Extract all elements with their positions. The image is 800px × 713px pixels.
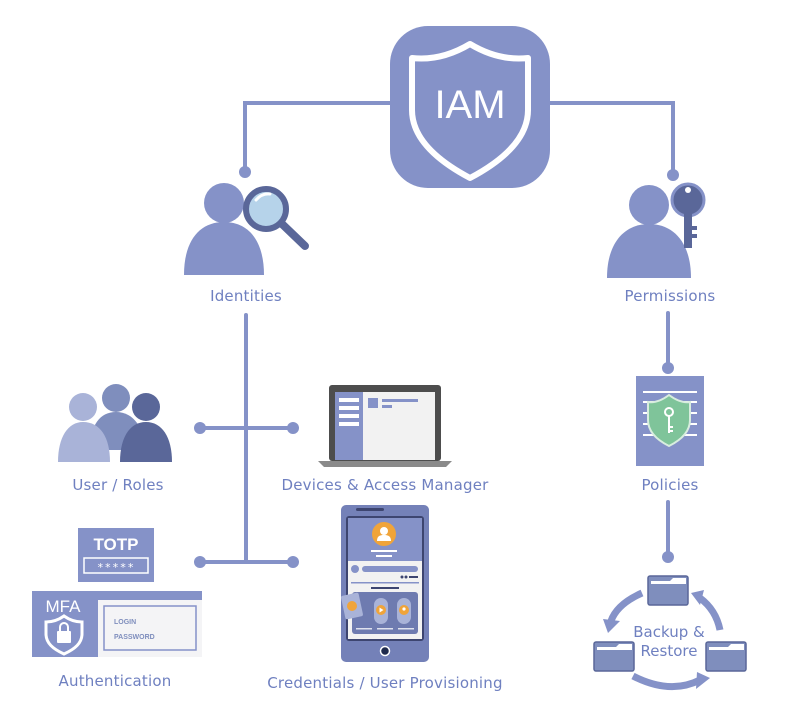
connector-dot [194,422,206,434]
connector-dot [194,556,206,568]
folder-icon [593,641,635,672]
folder-icon [705,641,747,672]
cycle-arrows [607,589,724,691]
credentials-provisioning-label[interactable]: Credentials / User Provisioning [267,674,503,692]
connector-root-identities [243,101,402,172]
user-group-icon [58,384,172,462]
connector-dot [662,362,674,374]
connector-dot [287,556,299,568]
folder-icon [647,575,689,606]
login-form [103,605,197,651]
backup-cycle-icon: Backup & Restore [593,575,747,691]
mfa-card-body [98,600,202,657]
identities-label[interactable]: Identities [210,287,282,305]
devices-access-manager-label[interactable]: Devices & Access Manager [281,476,489,494]
mfa-icon: TOTP ***** MFA LOGIN PASSWORD [32,528,202,657]
user-key-icon [607,182,706,278]
lock-shackle [59,622,69,631]
connector-root-permissions [543,101,675,175]
totp-code-field [83,557,149,574]
connector-dot [662,551,674,563]
authentication-label[interactable]: Authentication [58,672,172,690]
totp-label: TOTP [93,535,138,554]
user-roles-label[interactable]: User / Roles [72,476,164,494]
totp-mask: ***** [97,561,135,574]
connector-dots [194,166,679,568]
home-button [379,645,391,657]
permissions-label[interactable]: Permissions [624,287,716,305]
lock-body [57,631,71,643]
policies-label[interactable]: Policies [641,476,699,494]
login-label: LOGIN [114,619,136,626]
shield-icon [409,41,531,181]
laptop-icon [318,385,452,467]
lock-shield-icon [44,614,84,656]
user-search-icon [184,183,309,275]
smartphone-icon [341,505,429,662]
policy-document-icon [636,376,704,466]
mfa-label: MFA [46,597,82,616]
backup-label-line2: Restore [641,642,698,660]
connectors [198,101,675,564]
backup-label-line1: Backup & [633,623,705,641]
iam-root-label: IAM [434,83,505,127]
connector-dot [287,422,299,434]
password-label: PASSWORD [114,634,155,641]
iam-root-node[interactable]: IAM [390,26,550,188]
connector-dot [667,169,679,181]
mfa-card-header [32,591,202,600]
connector-dot [239,166,251,178]
